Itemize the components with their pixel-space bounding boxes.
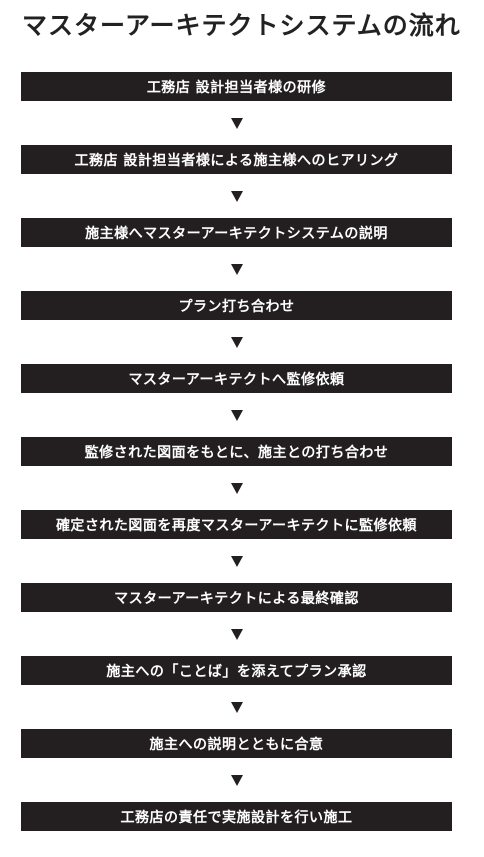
flow-step-8: マスターアーキテクトによる最終確認 <box>21 583 452 612</box>
down-arrow-icon <box>21 101 452 145</box>
flow-step-2: 工務店 設計担当者様による施主様へのヒアリング <box>21 145 452 174</box>
down-arrow-icon <box>21 247 452 291</box>
down-arrow-icon <box>21 758 452 802</box>
flow-step-5: マスターアーキテクトへ監修依頼 <box>21 364 452 393</box>
down-arrow-icon <box>21 393 452 437</box>
flow-step-4: プラン打ち合わせ <box>21 291 452 320</box>
down-arrow-icon <box>21 612 452 656</box>
flow-step-11: 工務店の責任で実施設計を行い施工 <box>21 802 452 831</box>
flow-chart: 工務店 設計担当者様の研修 工務店 設計担当者様による施主様へのヒアリング 施主… <box>21 72 452 831</box>
flow-step-10: 施主への説明とともに合意 <box>21 729 452 758</box>
down-arrow-icon <box>21 320 452 364</box>
flow-step-3: 施主様へマスターアーキテクトシステムの説明 <box>21 218 452 247</box>
down-arrow-icon <box>21 539 452 583</box>
flow-step-6: 監修された図面をもとに、施主との打ち合わせ <box>21 437 452 466</box>
flow-step-1: 工務店 設計担当者様の研修 <box>21 72 452 101</box>
down-arrow-icon <box>21 174 452 218</box>
down-arrow-icon <box>21 685 452 729</box>
flow-step-9: 施主への「ことば」を添えてプラン承認 <box>21 656 452 685</box>
flow-step-7: 確定された図面を再度マスターアーキテクトに監修依頼 <box>21 510 452 539</box>
down-arrow-icon <box>21 466 452 510</box>
page-title: マスターアーキテクトシステムの流れ <box>22 11 461 40</box>
